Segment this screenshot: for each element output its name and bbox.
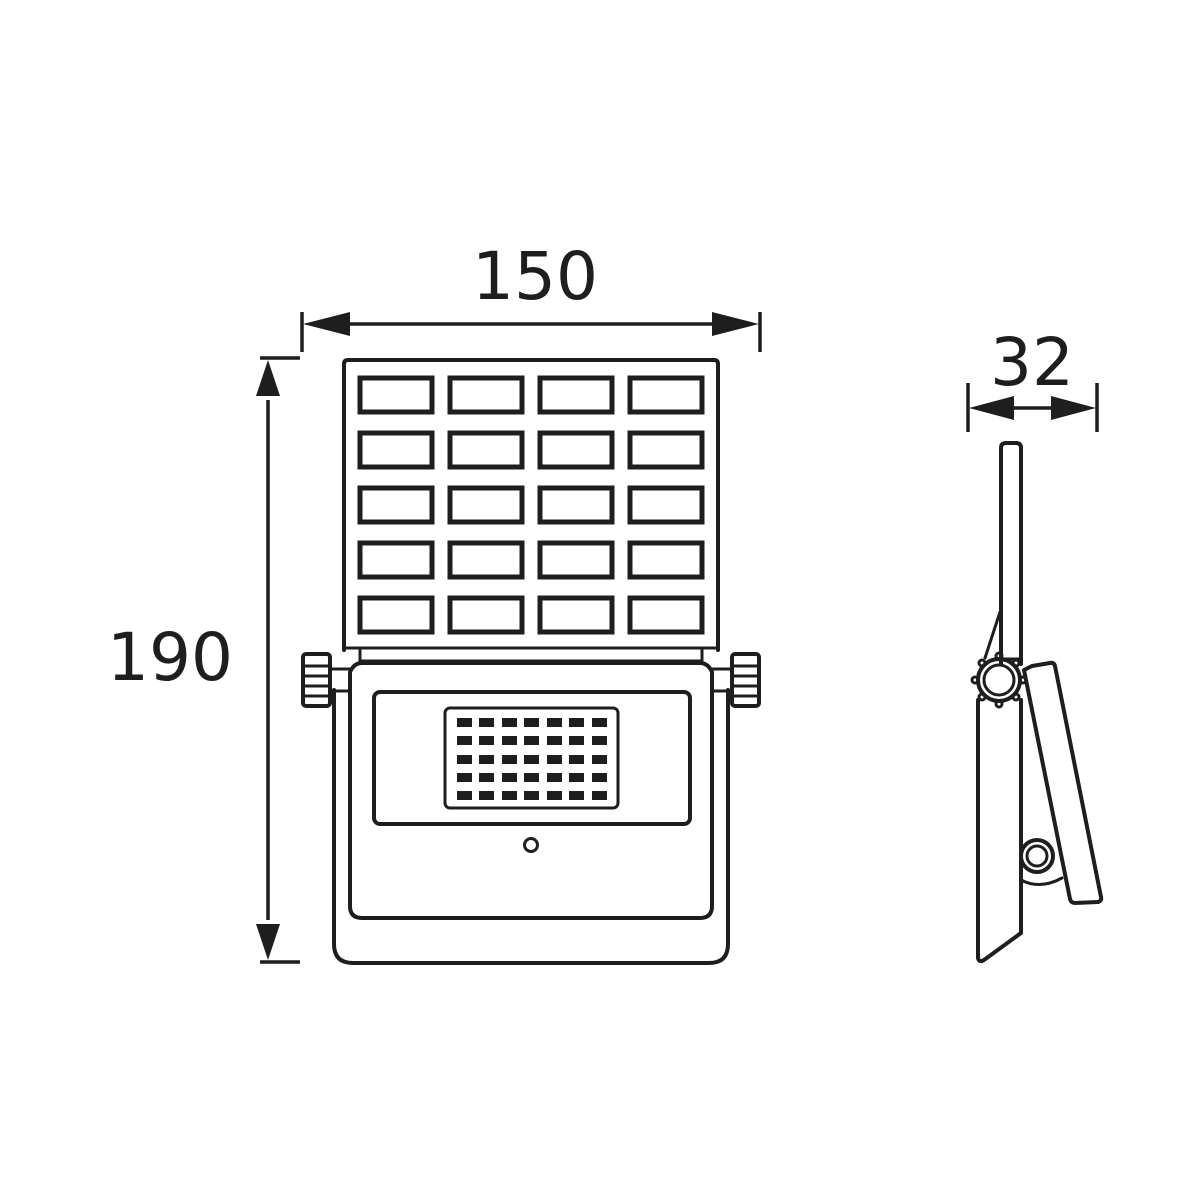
height-label: 190: [107, 619, 233, 696]
side-bracket: [976, 698, 1023, 964]
depth-dimension: 32: [966, 324, 1099, 432]
depth-label: 32: [990, 324, 1074, 401]
left-adjustment-knob: [301, 652, 352, 708]
width-label: 150: [472, 238, 598, 315]
width-dimension: 150: [300, 238, 762, 352]
right-adjustment-knob: [710, 652, 761, 708]
side-lower-pivot: [1019, 838, 1064, 886]
sensor: [523, 837, 539, 853]
front-view: 150 190: [107, 238, 762, 965]
lens-window: [372, 690, 692, 826]
led-module: [443, 706, 620, 810]
solar-panel: [342, 358, 720, 663]
height-dimension: 190: [107, 356, 300, 964]
side-view: 32: [966, 324, 1104, 964]
light-body: [332, 661, 730, 965]
led-array: [457, 718, 607, 800]
side-hinge-knob: [970, 651, 1028, 709]
solar-cells: [357, 375, 705, 635]
side-lamp-body: [1022, 660, 1104, 905]
side-solar-panel: [999, 441, 1023, 666]
